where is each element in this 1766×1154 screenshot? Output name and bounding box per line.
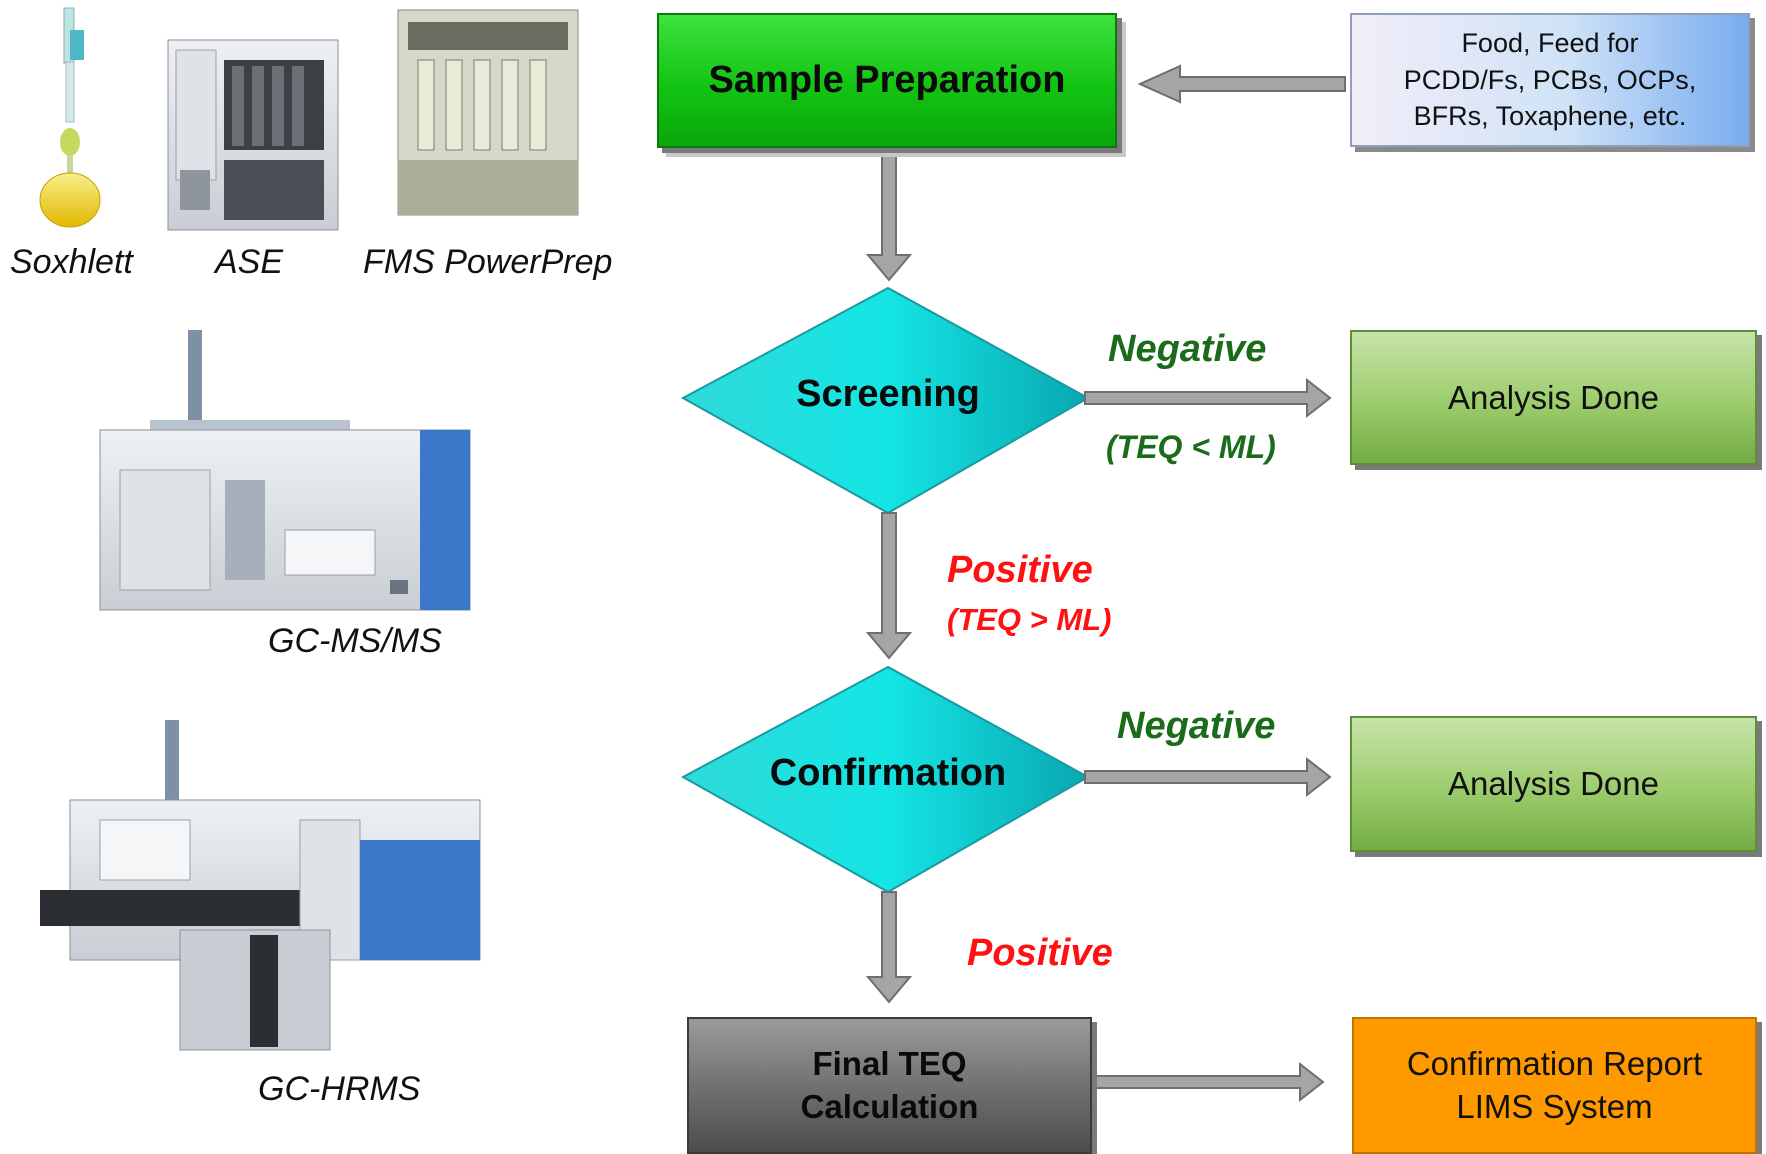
sample-source-box: Food, Feed for PCDD/Fs, PCBs, OCPs, BFRs…: [1350, 13, 1750, 147]
report-line-2: LIMS System: [1456, 1087, 1653, 1125]
gc-msms-image: [99, 330, 471, 611]
confirmation-negative-label: Negative: [1117, 705, 1276, 747]
gc-hrms-caption: GC-HRMS: [258, 1070, 421, 1108]
arrow-prep-to-screening: [865, 149, 913, 282]
screening-negative-condition: (TEQ < ML): [1106, 429, 1276, 465]
screening-negative-label: Negative: [1108, 328, 1267, 370]
arrow-confirmation-to-done: [1084, 756, 1332, 798]
analysis-done-box-2: Analysis Done: [1350, 716, 1757, 852]
arrow-confirmation-to-final: [865, 891, 913, 1004]
analysis-done-label-1: Analysis Done: [1448, 378, 1659, 416]
fms-powerprep-image: [397, 9, 579, 216]
final-teq-line-1: Final TEQ: [812, 1044, 967, 1082]
ase-caption: ASE: [215, 243, 284, 281]
source-line-1: Food, Feed for: [1461, 28, 1639, 59]
sample-preparation-label: Sample Preparation: [708, 59, 1066, 101]
report-line-1: Confirmation Report: [1406, 1044, 1703, 1082]
screening-label: Screening: [796, 373, 980, 415]
arrow-screening-to-confirmation: [865, 512, 913, 660]
arrow-screening-to-done: [1084, 377, 1332, 419]
confirmation-report-box: Confirmation Report LIMS System: [1352, 1017, 1757, 1154]
fms-powerprep-caption: FMS PowerPrep: [363, 243, 613, 281]
final-teq-calculation-box: Final TEQ Calculation: [687, 1017, 1092, 1154]
arrow-final-to-report: [1094, 1061, 1325, 1103]
soxhlett-caption: Soxhlett: [10, 243, 133, 281]
source-line-3: BFRs, Toxaphene, etc.: [1413, 101, 1687, 132]
source-line-2: PCDD/Fs, PCBs, OCPs,: [1403, 64, 1697, 95]
final-teq-line-2: Calculation: [800, 1087, 979, 1125]
analysis-done-label-2: Analysis Done: [1448, 765, 1659, 802]
sample-preparation-box: Sample Preparation: [657, 13, 1117, 148]
confirmation-positive-label: Positive: [967, 932, 1113, 974]
gc-hrms-image: [40, 720, 481, 1051]
arrow-source-to-prep: [1137, 64, 1346, 104]
soxhlett-image: [39, 7, 101, 228]
analysis-done-box-1: Analysis Done: [1350, 330, 1757, 465]
confirmation-label: Confirmation: [769, 752, 1007, 794]
screening-positive-condition: (TEQ > ML): [947, 602, 1112, 637]
screening-positive-label: Positive: [947, 549, 1093, 591]
ase-image: [167, 39, 339, 231]
gc-msms-caption: GC-MS/MS: [268, 622, 442, 660]
